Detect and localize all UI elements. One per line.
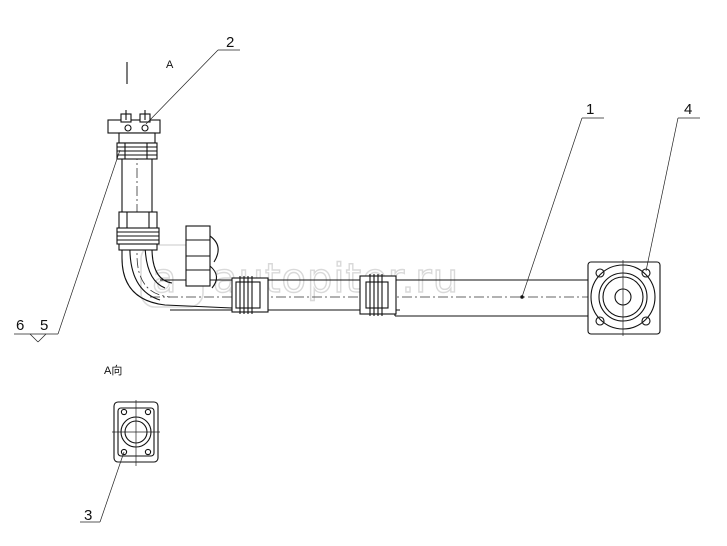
vertical-hose	[116, 211, 160, 251]
callout-1: 1	[586, 101, 594, 118]
upper-clamp	[116, 142, 158, 160]
top-flange	[107, 110, 161, 144]
view-marker-label: A	[166, 59, 174, 71]
view-caption: A向	[104, 363, 122, 377]
horizontal-hose	[231, 274, 397, 316]
callout-5: 5	[40, 317, 48, 334]
pipe-elbow	[121, 150, 233, 309]
side-stub	[185, 225, 219, 289]
right-flange	[587, 260, 661, 336]
callout-3: 3	[84, 507, 92, 524]
view-arrow: A	[126, 59, 174, 84]
a-view-flange	[112, 400, 160, 466]
callout-4: 4	[684, 101, 692, 118]
callout-2: 2	[226, 34, 234, 51]
leaders	[14, 49, 700, 523]
callout-6: 6	[16, 317, 24, 334]
watermark-logo-letter: a	[152, 256, 178, 302]
